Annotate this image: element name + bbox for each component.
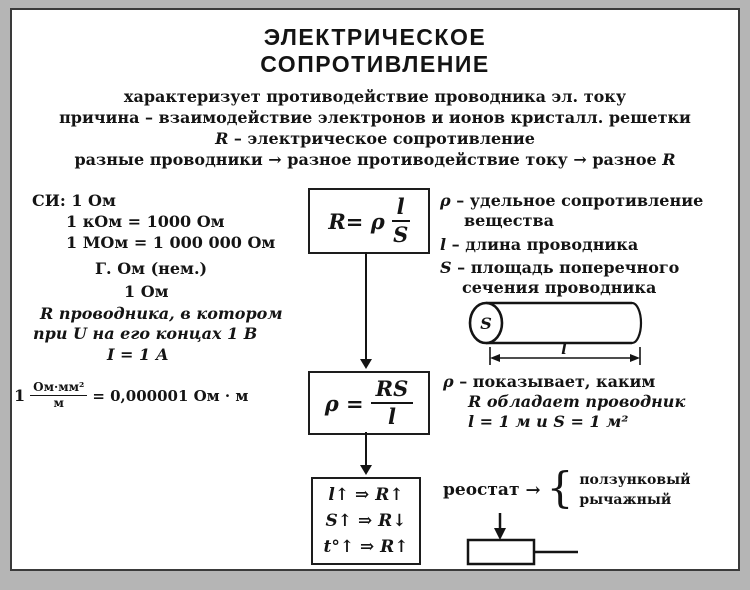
area-var-label: S (440, 258, 452, 277)
formula-resistivity-lhs: ρ = (324, 390, 364, 416)
rheostat-label: реостат (443, 480, 520, 500)
dimension-arrow-left (490, 354, 500, 362)
area-meaning-line-2: сечения проводника (462, 278, 657, 297)
area-meaning-line-1: S – площадь поперечного (440, 258, 679, 277)
georg-ohm-line: Г. Ом (нем.) (95, 259, 208, 278)
mega-ohm-line: 1 МОм = 1 000 000 Ом (66, 233, 276, 252)
rheostat-section: реостат → { ползунковый рычажный (443, 463, 691, 513)
length-var-label: l (440, 235, 447, 254)
ohm-definition-line-1: R проводника, в котором (40, 304, 283, 323)
area-meaning-text: – площадь поперечного (451, 258, 680, 277)
brace-icon: { (546, 463, 574, 513)
formula-resistance-numerator: l (391, 194, 410, 222)
formula-resistance-denominator: S (393, 222, 409, 247)
length-meaning-text: – длина проводника (446, 235, 639, 254)
intro-line-3-text: – электрическое сопротивление (228, 129, 535, 148)
arrow-down-icon (360, 252, 372, 369)
rheostat-arrow-head (494, 528, 506, 540)
resistance-var-label-2: R (662, 150, 676, 169)
resistivity-meaning-line-2: вещества (464, 211, 554, 230)
resistivity-definition-text: – показывает, каким (453, 372, 656, 391)
cylinder-cross-section (468, 301, 504, 345)
page-title-line-1: ЭЛЕКТРИЧЕСКОЕ (263, 24, 487, 50)
resistance-var-label: R (215, 129, 229, 148)
resistivity-meaning-line-1: ρ – удельное сопротивление (440, 191, 703, 210)
one-ohm-line: 1 Ом (124, 282, 169, 301)
arrow-down-icon-2 (360, 432, 372, 475)
intro-line-4: разные проводники → разное противодейств… (0, 150, 750, 169)
si-unit-line: СИ: 1 Ом (32, 191, 116, 210)
conductor-cylinder-diagram: S l (468, 301, 643, 365)
rheostat-type-lever: рычажный (579, 492, 672, 508)
arrow-head (360, 359, 372, 369)
arrow-shaft (365, 432, 367, 465)
formula-resistance-lhs: R= ρ (328, 208, 385, 234)
resistivity-meaning-text: – удельное сопротивление (450, 191, 704, 210)
rho-var-label: ρ (440, 191, 451, 210)
rheostat-types: ползунковый рычажный (579, 470, 690, 510)
intro-line-1: характеризует противодействие проводника… (123, 87, 627, 106)
rheostat-symbol (466, 513, 578, 566)
rheostat-resistor-body (466, 538, 536, 566)
ohm-definition-line-3: I = 1 А (107, 345, 169, 364)
unit-fraction-denominator: м (53, 396, 64, 411)
cross-section-area-label: S (480, 314, 492, 333)
arrow-head (360, 465, 372, 475)
arrow-right-icon: → (525, 479, 541, 501)
cylinder-right-cap (631, 301, 643, 345)
resistivity-definition-line-1: ρ – показывает, каким (443, 372, 655, 391)
ohm-definition-line-2: при U на его концах 1 В (33, 324, 258, 343)
effects-box: l↑ ⇒ R↑ S↑ ⇒ R↓ t°↑ ⇒ R↑ (311, 477, 421, 565)
intro-line-4-text: разные проводники → разное противодейств… (74, 150, 663, 169)
dimension-arrow-right (630, 354, 640, 362)
resistivity-definition-line-3: l = 1 м и S = 1 м² (468, 412, 629, 431)
intro-line-2: причина – взаимодействие электронов и ио… (59, 108, 691, 127)
page-title-line-2: СОПРОТИВЛЕНИЕ (260, 51, 490, 77)
formula-resistivity-denominator: l (387, 404, 396, 429)
resistivity-definition-line-2: R обладает проводник (468, 392, 686, 411)
effect-length-line: l↑ ⇒ R↑ (328, 485, 404, 505)
length-meaning-line: l – длина проводника (440, 235, 638, 254)
effect-temperature-line: t°↑ ⇒ R↑ (323, 537, 409, 557)
unit-fraction-numerator: Ом·мм² (30, 380, 88, 397)
rheostat-type-slider: ползунковый (579, 472, 691, 488)
formula-resistivity-numerator: RS (370, 376, 414, 404)
effect-area-line: S↑ ⇒ R↓ (325, 511, 407, 531)
arrow-shaft (365, 252, 367, 359)
kilo-ohm-line: 1 кОм = 1000 Ом (66, 212, 225, 231)
cylinder-length-label: l (561, 340, 567, 358)
unit-equals-value: = 0,000001 Ом · м (92, 386, 249, 405)
unit-coefficient: 1 (14, 386, 26, 406)
rho-var-label-2: ρ (443, 372, 454, 391)
intro-line-3: R – электрическое сопротивление (0, 129, 750, 148)
